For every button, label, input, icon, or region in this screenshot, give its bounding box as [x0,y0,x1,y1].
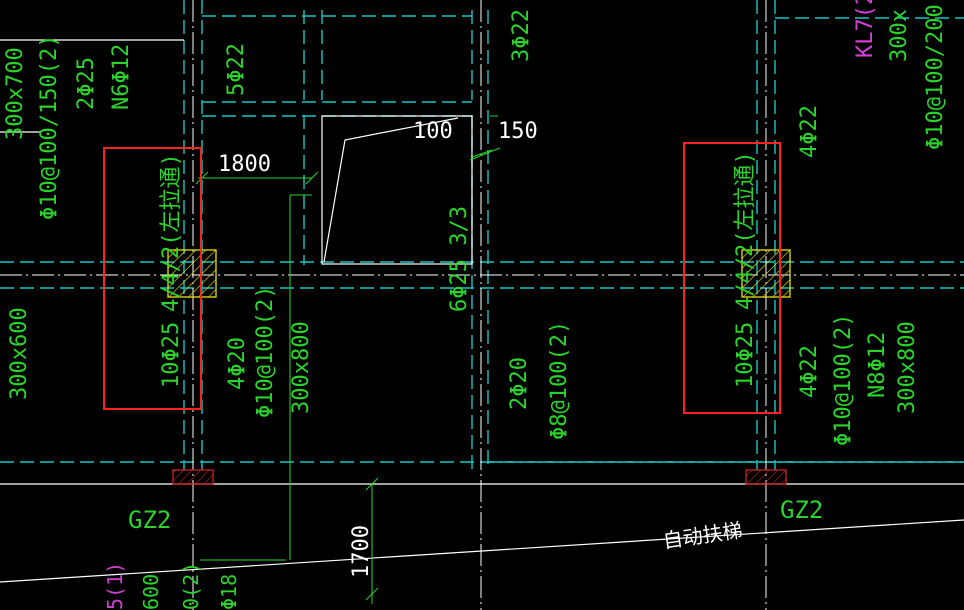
column-left[interactable] [167,249,217,298]
opening-dim-left: 1800 [218,152,271,177]
top-right-beam-id: KL7(2 [853,0,878,58]
gz-marker-right[interactable] [745,469,787,485]
opening-dim-top: 100 [413,119,453,144]
left-beam-stirrup-top: Φ10@100/150(2) [37,35,62,220]
left-beam-middle-note: 4/4/2(左拉通) [159,153,184,312]
bottom-left-fragment-c: 0(2) [179,562,203,610]
column-right[interactable] [741,249,791,298]
right-beam-stirrup: Φ10@100(2) [831,314,856,446]
top-right-stirrup: Φ10@100/200 [923,4,948,150]
gz-marker-left[interactable] [172,469,214,485]
right-beam-middle-note: 4/4/2(左拉通) [733,151,758,310]
right-beam-top-bars: 4Φ22 [797,105,822,158]
right-beam-bottom-bars: 10Φ25 [733,322,758,388]
bottom-left-fragment-b: 600 [139,574,163,610]
left-beam-size-top: 300x700 [3,47,28,140]
upper-mid-bars-b: 3Φ22 [509,9,534,62]
right-beam-extra-bars: N8Φ12 [865,332,890,398]
left-beam-side-bars: N6Φ12 [109,44,134,110]
escalator-label: 自动扶梯 [661,518,744,553]
right-mid-beam-bars: 2Φ20 [507,357,532,410]
bottom-left-fragment-d: Φ18 [217,574,241,610]
dimension-lines [195,115,501,604]
center-beam-bars: 4Φ20 [225,337,250,390]
opening-bars: 6Φ25 3/3 [447,206,472,312]
center-beam-stirrup: Φ10@100(2) [253,286,278,418]
right-beam-side-bars: 4Φ22 [797,345,822,398]
dimension-vertical: 1700 [349,525,374,578]
opening-dim-right: 150 [498,119,538,144]
gz-label-right: GZ2 [780,496,823,524]
left-beam-size-left: 300x600 [7,307,32,400]
right-beam-size: 300x800 [895,321,920,414]
left-beam-top-bars: 2Φ25 [74,57,99,110]
beam-grid-lines [0,0,964,470]
center-beam-size: 300x800 [289,321,314,414]
left-beam-bottom-bars: 10Φ25 [159,322,184,388]
upper-mid-bars-a: 5Φ22 [224,43,249,96]
highlight-box-right[interactable] [683,142,781,414]
gz-label-left: GZ2 [128,506,171,534]
right-mid-beam-stirrup: Φ8@100(2) [547,321,572,440]
top-right-size: 300x [887,9,912,62]
highlight-box-left[interactable] [103,147,202,410]
bottom-left-fragment-a: 5(1) [103,562,127,610]
wall-lines [0,39,964,583]
